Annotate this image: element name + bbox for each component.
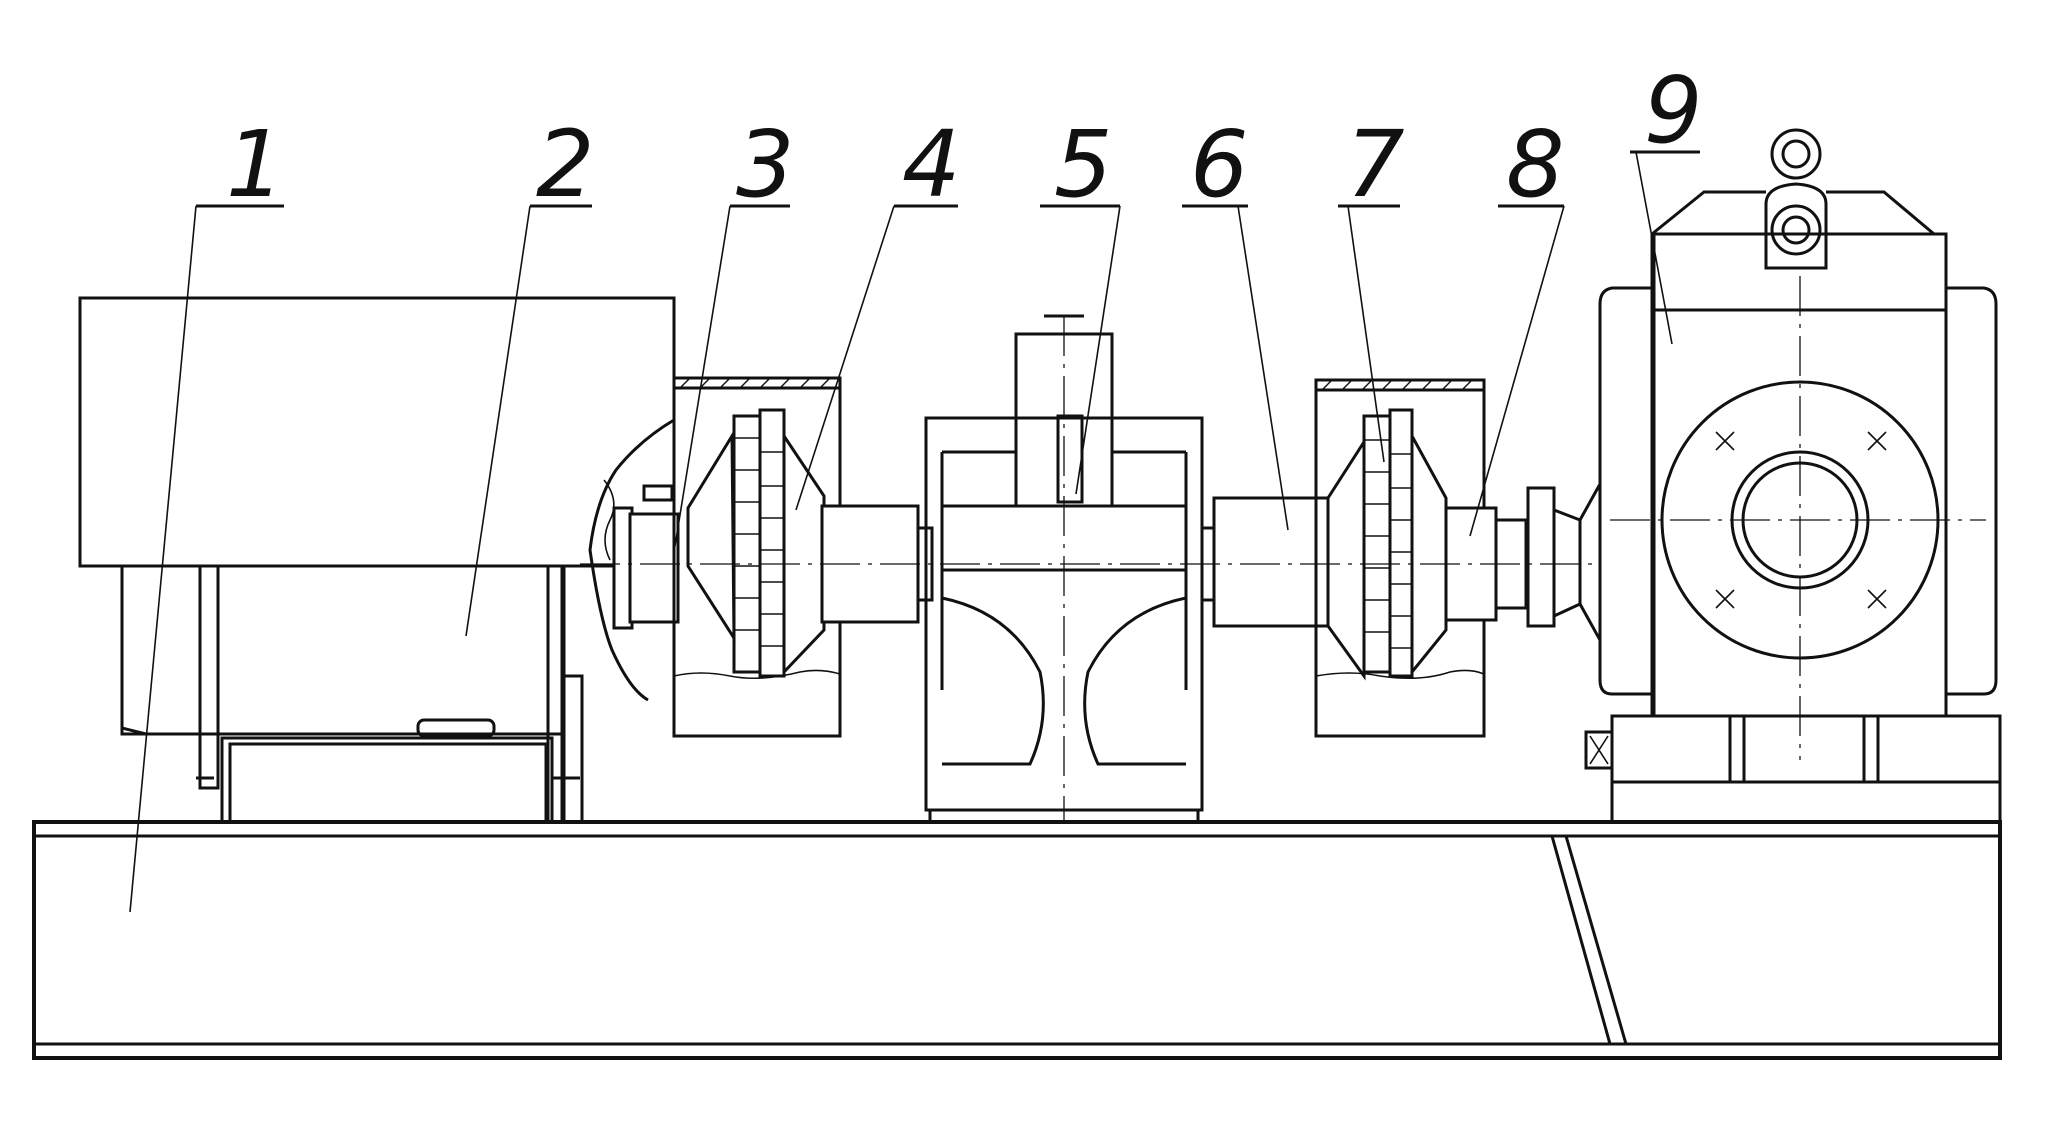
gear-reducer [1584, 128, 2002, 824]
left-pin-coupling [686, 408, 826, 678]
callout-2: 2 [536, 111, 595, 218]
bolt-marks [1715, 431, 1887, 609]
callout-labels: 1 2 3 4 5 6 7 8 9 [226, 57, 1703, 218]
frame-base [32, 820, 2002, 1060]
electric-motor [78, 296, 680, 824]
right-pin-coupling [1326, 408, 1448, 681]
intermediate-shaft [1200, 496, 1330, 628]
callout-3: 3 [736, 111, 795, 218]
callout-6: 6 [1190, 111, 1249, 218]
callout-9: 9 [1644, 57, 1703, 164]
left-coupling-guard [672, 376, 842, 738]
reducer-half-coupling [1444, 478, 1602, 646]
callout-1: 1 [226, 111, 285, 218]
callout-4: 4 [902, 111, 961, 218]
callout-leaders [129, 150, 1700, 913]
brake-unit [924, 314, 1204, 824]
callout-8: 8 [1506, 111, 1565, 218]
callout-5: 5 [1054, 111, 1113, 218]
callout-7: 7 [1346, 111, 1405, 218]
